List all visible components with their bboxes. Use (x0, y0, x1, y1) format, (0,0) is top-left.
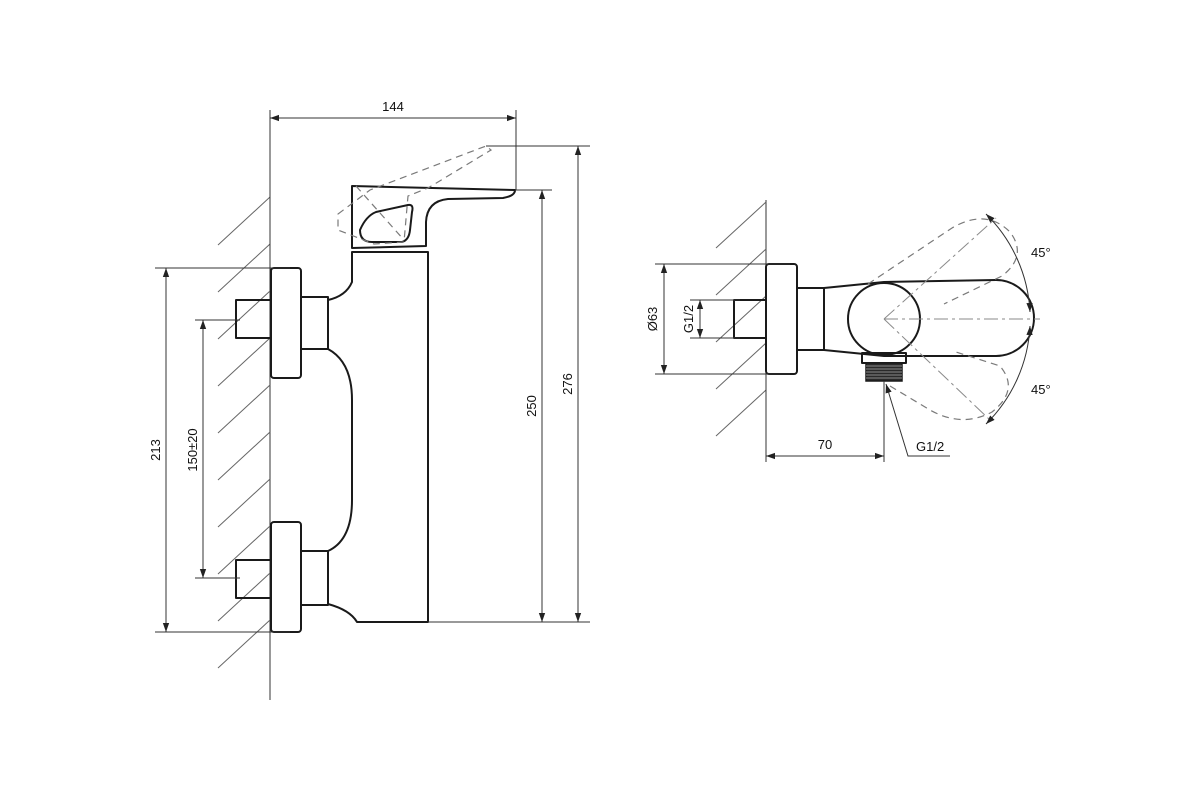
dim-label-144: 144 (382, 99, 404, 114)
hatch-line (715, 389, 767, 437)
lower-inlet-fitting (235, 521, 329, 633)
lever-raised-position (337, 145, 493, 245)
angle-label-down: 45° (1031, 382, 1051, 397)
dim-label-70: 70 (818, 437, 832, 452)
upper-inlet-fitting (235, 267, 329, 379)
hatch-line (217, 337, 271, 387)
dim-label-g12-outlet: G1/2 (916, 439, 944, 454)
end-view: Ø63 G1/2 70 G1/2 45° 45° (645, 200, 1051, 462)
hatch-line (715, 248, 767, 296)
lever-swing-down (889, 351, 1009, 421)
hatch-line (715, 342, 767, 390)
outlet-thread-lines (866, 365, 902, 379)
dim-label-213: 213 (148, 439, 163, 461)
hatch-line (217, 478, 271, 528)
dim-label-g12-inlet: G1/2 (681, 305, 696, 333)
dim-label-d63: Ø63 (645, 307, 660, 332)
lever-hidden-edge (355, 185, 405, 241)
mixer-lever (351, 185, 516, 249)
side-view: 144 276 250 213 150±20 (148, 99, 590, 700)
dim-label-276: 276 (560, 373, 575, 395)
wall-right (715, 200, 767, 462)
inlet-pipe-end (733, 299, 767, 339)
lower-flange (270, 521, 302, 633)
flange-end (765, 263, 798, 375)
mixer-body (327, 251, 429, 623)
lower-inlet-pipe (235, 559, 272, 599)
wall-left (217, 110, 271, 700)
body-end (823, 279, 1035, 357)
nut-end (796, 287, 825, 351)
leader-g12-outlet (885, 383, 950, 457)
angle-line-up (883, 217, 997, 320)
lever-swing-up (867, 218, 1018, 305)
upper-flange (270, 267, 302, 379)
angle-arc-down (985, 325, 1033, 425)
hatch-line (217, 290, 271, 340)
angle-label-up: 45° (1031, 245, 1051, 260)
hatch-line (217, 619, 271, 669)
hatch-line (217, 525, 271, 575)
hatch-line (715, 295, 767, 343)
dim-label-250: 250 (524, 395, 539, 417)
hatch-line (217, 196, 271, 246)
upper-nut (300, 296, 329, 350)
lower-nut (300, 550, 329, 606)
hatch-line (217, 384, 271, 434)
angle-arc-up (985, 213, 1033, 313)
dim-label-150: 150±20 (185, 428, 200, 471)
hatch-line (217, 431, 271, 481)
hatch-line (715, 201, 767, 249)
wall-hatching (217, 196, 271, 669)
wall-hatching-right (715, 201, 767, 437)
